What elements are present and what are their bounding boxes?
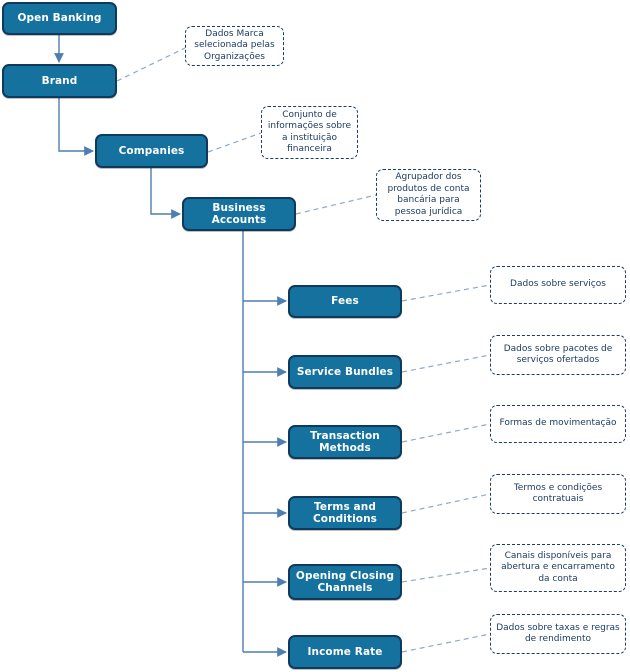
note-opening-closing-label: Canais disponíveis para abertura e encar… — [501, 550, 615, 584]
leader-note-business-accounts — [295, 194, 377, 215]
node-companies[interactable]: Companies — [95, 134, 208, 168]
note-brand-label: Dados Marca selecionada pelas Organizaçõ… — [194, 28, 275, 62]
note-brand: Dados Marca selecionada pelas Organizaçõ… — [185, 26, 284, 66]
note-companies-label: Conjunto de informações sobre a institui… — [267, 109, 352, 155]
leader-note-companies — [207, 132, 262, 153]
note-terms-label: Termos e condições contratuais — [513, 482, 603, 505]
node-label-open-banking: Open Banking — [17, 12, 102, 25]
leader-note-opening-closing — [401, 567, 491, 583]
leader-note-fees — [401, 284, 491, 302]
note-opening-closing: Canais disponíveis para abertura e encar… — [490, 544, 626, 592]
node-label-business-accounts: Business Accounts — [211, 201, 267, 227]
note-service-bundles-label: Dados sobre pacotes de serviços ofertado… — [503, 343, 613, 366]
note-terms: Termos e condições contratuais — [490, 474, 626, 514]
node-brand[interactable]: Brand — [2, 64, 117, 98]
node-service-bundles[interactable]: Service Bundles — [288, 355, 402, 389]
note-service-bundles: Dados sobre pacotes de serviços ofertado… — [490, 335, 626, 375]
node-transaction-methods[interactable]: Transaction Methods — [288, 425, 402, 459]
node-label-terms-and-conditions: Terms and Conditions — [312, 500, 378, 526]
node-income-rate[interactable]: Income Rate — [288, 635, 402, 669]
leader-note-service-bundles — [401, 354, 491, 373]
leader-note-transaction-methods — [401, 423, 491, 443]
note-income-rate: Dados sobre taxas e regras de rendimento — [490, 614, 626, 654]
leader-note-terms — [401, 493, 491, 514]
node-opening-closing-channels[interactable]: Opening Closing Channels — [288, 564, 402, 600]
note-fees-label: Dados sobre serviços — [510, 279, 606, 290]
leader-note-brand — [116, 47, 186, 82]
node-label-fees: Fees — [331, 295, 359, 308]
node-label-service-bundles: Service Bundles — [296, 365, 394, 378]
note-fees: Dados sobre serviços — [490, 266, 626, 304]
note-business-accounts-label: Agrupador dos produtos de conta bancária… — [387, 172, 470, 217]
note-income-rate-label: Dados sobre taxas e regras de rendimento — [496, 622, 620, 645]
edge-companies-business-accounts — [150, 168, 181, 219]
note-business-accounts: Agrupador dos produtos de conta bancária… — [376, 169, 481, 221]
note-companies: Conjunto de informações sobre a institui… — [261, 106, 358, 159]
node-label-transaction-methods: Transaction Methods — [310, 429, 380, 455]
node-label-brand: Brand — [41, 74, 78, 87]
leader-note-income-rate — [401, 633, 491, 653]
edge-brand-companies — [58, 98, 94, 156]
note-transaction-methods-label: Formas de movimentação — [499, 418, 617, 429]
node-fees[interactable]: Fees — [288, 285, 402, 318]
node-label-income-rate: Income Rate — [307, 645, 383, 658]
node-open-banking[interactable]: Open Banking — [2, 2, 117, 35]
note-transaction-methods: Formas de movimentação — [490, 405, 626, 443]
node-business-accounts[interactable]: Business Accounts — [182, 197, 296, 231]
node-terms-and-conditions[interactable]: Terms and Conditions — [288, 496, 402, 530]
node-label-opening-closing-channels: Opening Closing Channels — [295, 569, 395, 595]
node-label-companies: Companies — [118, 144, 185, 157]
